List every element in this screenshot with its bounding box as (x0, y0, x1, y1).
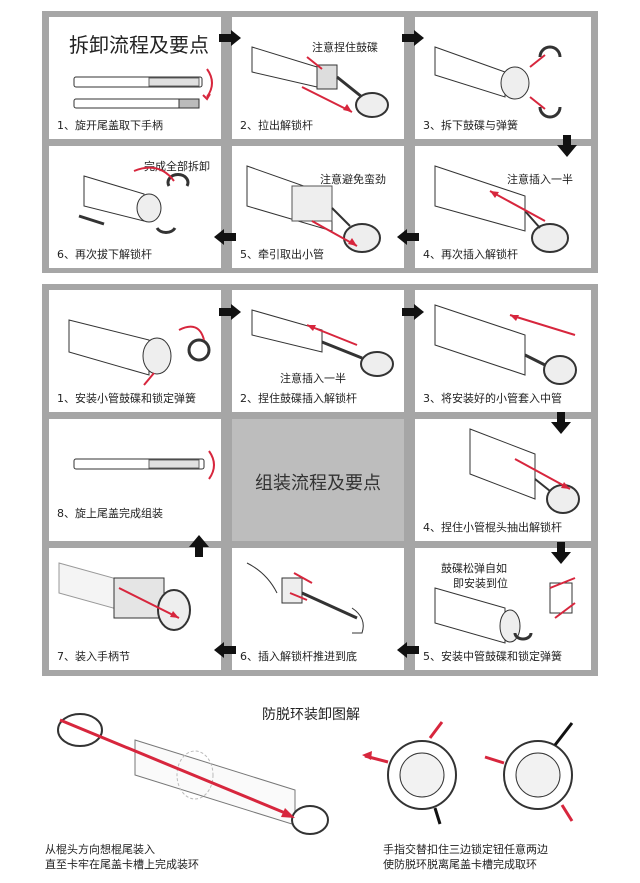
anti-drop-ring-section: 防脱环装卸图解 从棍头方向想棍尾装入 直至卡牢在尾盖卡槽上完成装环 手指交替扣住… (0, 690, 640, 883)
assembly-section: 1、安装小管鼓碟和锁定弹簧 注意插入一半 2、捏住鼓碟插入解锁杆 3、将安装好的… (42, 284, 598, 676)
remove-instruction-line2: 使防脱环脱离尾盖卡槽完成取环 (383, 858, 537, 871)
pull-out-small-tube-illustration (246, 165, 381, 253)
disassembly-step-5-caption: 5、牵引取出小管 (240, 248, 324, 261)
ring-removal-illustration-b (484, 722, 574, 822)
disassembly-step-4-panel: 注意插入一半 4、再次插入解锁杆 (415, 146, 591, 268)
disassembly-step-5-panel: 注意避免蛮劲 5、牵引取出小管 (232, 146, 404, 268)
assembly-title-panel: 组装流程及要点 (232, 419, 404, 541)
assembly-step-5-note-line2: 即安装到位 (453, 577, 508, 590)
disassembly-step-2-caption: 2、拉出解锁杆 (240, 119, 313, 132)
assembly-step-2-caption: 2、捏住鼓碟插入解锁杆 (240, 392, 357, 405)
flow-arrow-right-icon (402, 304, 424, 320)
screw-end-cap-illustration (73, 450, 215, 480)
assembly-step-8-panel: 8、旋上尾盖完成组装 (49, 419, 221, 541)
disassembly-step-5-note: 注意避免蛮劲 (320, 173, 386, 186)
remove-unlock-rod-again-illustration (78, 166, 190, 234)
disassembly-step-2-panel: 注意捏住鼓碟 2、拉出解锁杆 (232, 17, 404, 139)
insert-unlock-rod-illustration (251, 309, 394, 377)
assembly-step-7-panel: 7、装入手柄节 (49, 548, 221, 670)
assembly-step-6-panel: 6、插入解锁杆推进到底 (232, 548, 404, 670)
assembly-step-3-panel: 3、将安装好的小管套入中管 (415, 290, 591, 412)
disassembly-step-3-caption: 3、拆下鼓碟与弹簧 (423, 119, 518, 132)
assembly-step-5-panel: 鼓碟松弹自如 即安装到位 5、安装中管鼓碟和锁定弹簧 (415, 548, 591, 670)
remove-disc-and-spring-illustration (434, 45, 562, 119)
pull-unlock-rod-illustration (251, 46, 389, 118)
install-instruction-line2: 直至卡牢在尾盖卡槽上完成装环 (45, 858, 199, 871)
flow-arrow-right-icon (219, 304, 241, 320)
rod-with-handle-illustration (73, 68, 213, 109)
disassembly-step-1-caption: 1、旋开尾盖取下手柄 (57, 119, 163, 132)
ring-removal-illustration-a (362, 721, 457, 825)
assembly-step-1-panel: 1、安装小管鼓碟和锁定弹簧 (49, 290, 221, 412)
disassembly-step-6-panel: 完成全部拆卸 6、再次拔下解锁杆 (49, 146, 221, 268)
disassembly-step-1-panel: 拆卸流程及要点 1、旋开尾盖取下手柄 (49, 17, 221, 139)
assembly-title: 组装流程及要点 (255, 473, 381, 494)
assembly-step-5-caption: 5、安装中管鼓碟和锁定弹簧 (423, 650, 562, 663)
disassembly-step-3-panel: 3、拆下鼓碟与弹簧 (415, 17, 591, 139)
pull-out-unlock-rod-illustration (469, 428, 580, 514)
flow-arrow-right-icon (402, 30, 424, 46)
flow-arrow-left-icon (214, 229, 236, 245)
anti-drop-title: 防脱环装卸图解 (262, 707, 360, 723)
assembly-step-4-caption: 4、捏住小管棍头抽出解锁杆 (423, 521, 562, 534)
disassembly-step-4-caption: 4、再次插入解锁杆 (423, 248, 518, 261)
reinsert-unlock-rod-illustration (434, 165, 569, 253)
disassembly-step-2-note: 注意捏住鼓碟 (312, 41, 378, 54)
flow-arrow-left-icon (397, 229, 419, 245)
assembly-step-7-caption: 7、装入手柄节 (57, 650, 130, 663)
install-disc-and-spring-illustration (68, 319, 211, 386)
assembly-step-1-caption: 1、安装小管鼓碟和锁定弹簧 (57, 392, 196, 405)
disassembly-step-6-caption: 6、再次拔下解锁杆 (57, 248, 152, 261)
remove-instruction-line1: 手指交替扣住三边锁定钮任意两边 (383, 843, 548, 856)
flow-arrow-down-icon (551, 412, 571, 434)
install-middle-tube-disc-illustration (434, 577, 576, 644)
assembly-step-6-caption: 6、插入解锁杆推进到底 (240, 650, 357, 663)
push-unlock-rod-illustration (246, 562, 364, 634)
disassembly-section: 拆卸流程及要点 1、旋开尾盖取下手柄 注意捏住鼓碟 2、拉出解锁杆 (42, 11, 598, 273)
assembly-step-5-note-line1: 鼓碟松弹自如 (441, 562, 507, 575)
assembly-step-2-panel: 注意插入一半 2、捏住鼓碟插入解锁杆 (232, 290, 404, 412)
disassembly-step-4-note: 注意插入一半 (507, 173, 573, 186)
flow-arrow-down-icon (551, 542, 571, 564)
flow-arrow-down-icon (557, 135, 577, 157)
assembly-step-4-panel: 4、捏住小管棍头抽出解锁杆 (415, 419, 591, 541)
insert-handle-section-illustration (58, 562, 191, 631)
flow-arrow-left-icon (397, 642, 419, 658)
assembly-step-8-caption: 8、旋上尾盖完成组装 (57, 507, 163, 520)
insert-small-tube-illustration (434, 304, 577, 385)
install-instruction-line1: 从棍头方向想棍尾装入 (45, 843, 155, 856)
flow-arrow-up-icon (189, 535, 209, 557)
flow-arrow-left-icon (214, 642, 236, 658)
disassembly-title: 拆卸流程及要点 (69, 33, 209, 57)
flow-arrow-right-icon (219, 30, 241, 46)
ring-install-illustration (57, 713, 329, 835)
assembly-step-2-note: 注意插入一半 (280, 372, 346, 385)
assembly-step-3-caption: 3、将安装好的小管套入中管 (423, 392, 562, 405)
